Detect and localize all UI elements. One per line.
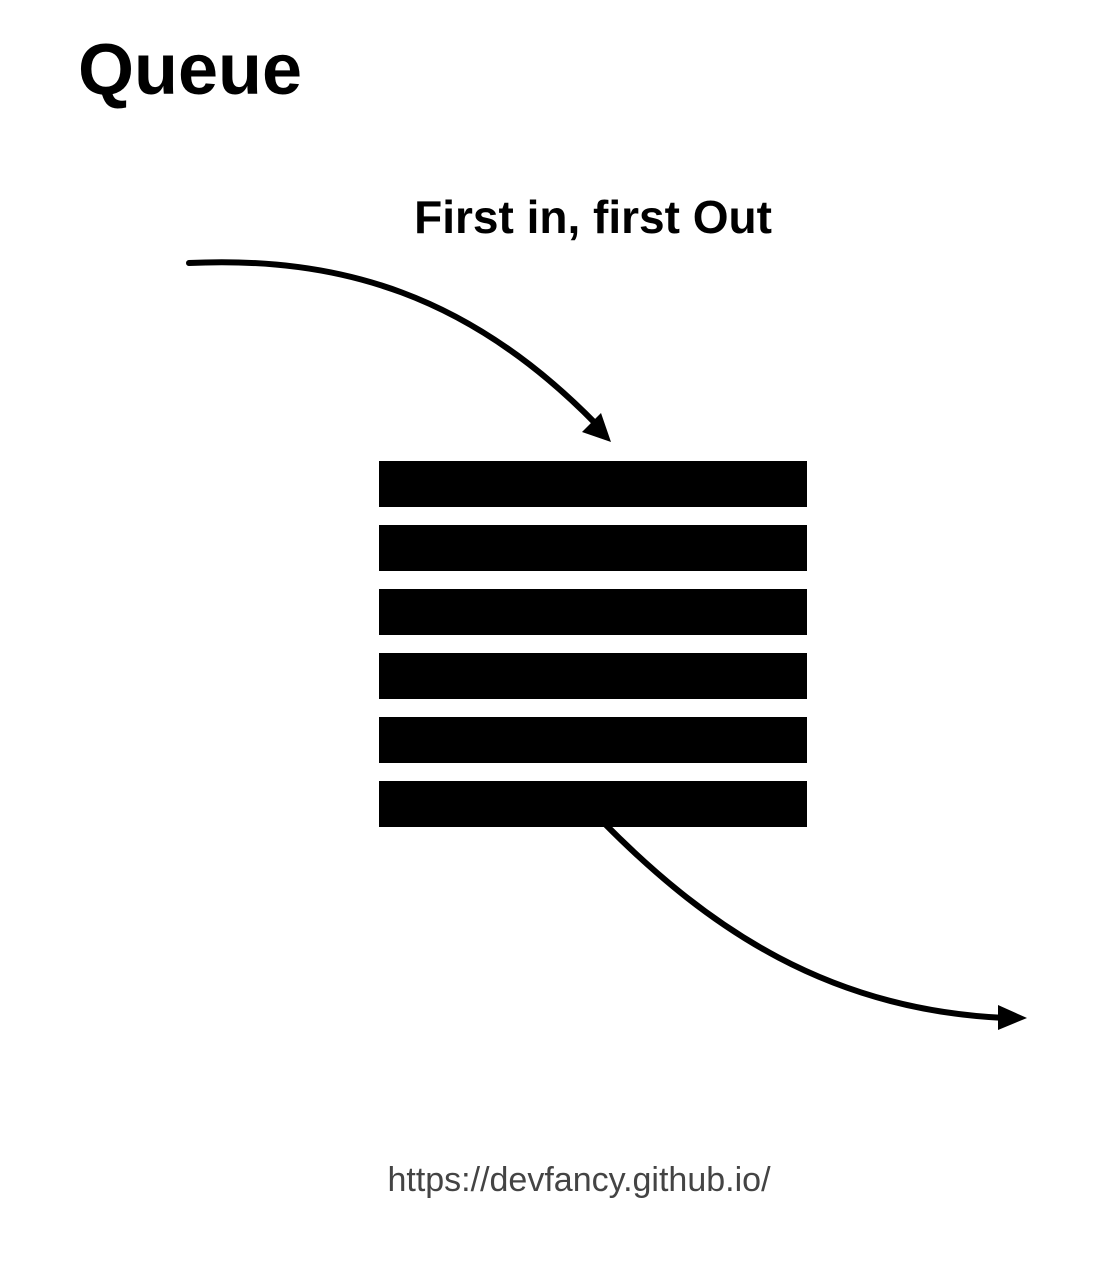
page-title: Queue	[78, 30, 303, 110]
enqueue-arrow-icon	[186, 259, 611, 442]
queue-slot	[379, 525, 807, 571]
dequeue-arrow-icon	[601, 820, 1027, 1030]
queue-slot	[379, 461, 807, 507]
queue-stack	[379, 461, 807, 827]
source-url: https://devfancy.github.io/	[387, 1161, 771, 1199]
queue-slot	[379, 717, 807, 763]
queue-slot	[379, 653, 807, 699]
fifo-caption: First in, first Out	[414, 191, 772, 243]
queue-slot	[379, 589, 807, 635]
queue-slot	[379, 781, 807, 827]
